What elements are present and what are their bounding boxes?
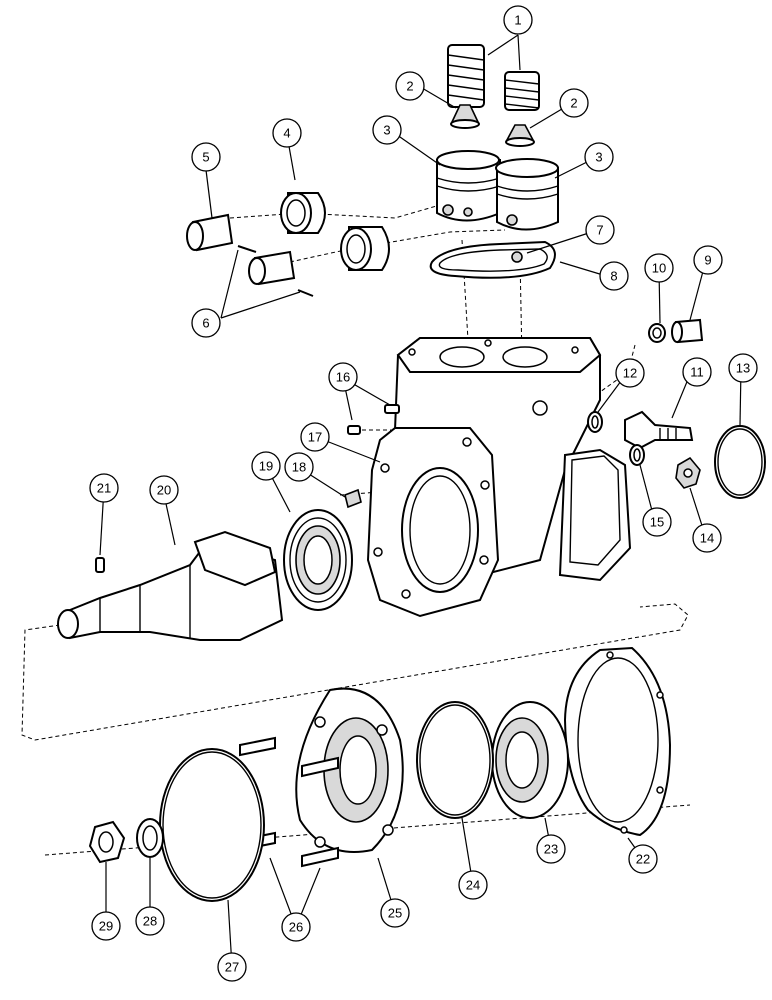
piston-pin-part-5b [248, 250, 296, 286]
callout-21-label: 21 [97, 481, 111, 496]
callout-6-label: 6 [202, 316, 209, 331]
callout-18-label: 18 [292, 460, 306, 475]
callout-8: 8 [599, 261, 629, 291]
callout-24-label: 24 [466, 878, 480, 893]
callout-26-label: 26 [289, 920, 303, 935]
plug-part-7 [511, 251, 523, 263]
callout-1-label: 1 [514, 13, 521, 28]
spring-part-1a [447, 44, 485, 108]
callout-3b-label: 3 [595, 150, 602, 165]
callout-2b-label: 2 [570, 96, 577, 111]
piston-part-3b [495, 158, 559, 231]
callout-17: 17 [300, 422, 330, 452]
callout-10: 10 [644, 253, 674, 283]
callout-11-label: 11 [690, 365, 704, 380]
callouts: 1 2 2 3 3 4 5 6 7 8 9 10 11 12 13 14 15 … [89, 5, 758, 982]
adjusting-screw-part-11 [624, 410, 694, 450]
nut-part-14 [675, 456, 701, 489]
callout-9-label: 9 [704, 253, 711, 268]
o-ring-part-24 [416, 701, 494, 819]
callout-22-label: 22 [636, 852, 650, 867]
callout-6: 6 [191, 308, 221, 338]
bearing-part-19 [283, 509, 353, 611]
callout-20: 20 [149, 475, 179, 505]
callout-23: 23 [536, 834, 566, 864]
callout-5: 5 [191, 142, 221, 172]
o-ring-part-27 [159, 748, 265, 902]
callout-13: 13 [728, 353, 758, 383]
callout-25: 25 [380, 898, 410, 928]
callout-14-label: 14 [700, 531, 714, 546]
crankshaft-part-20 [57, 530, 284, 641]
callout-1: 1 [503, 5, 533, 35]
callout-28-label: 28 [143, 914, 157, 929]
dowel-pins-part-16 [347, 404, 400, 435]
washer-part-28 [136, 818, 164, 858]
callout-20-label: 20 [157, 483, 171, 498]
callout-29: 29 [91, 911, 121, 941]
callout-19-label: 19 [259, 459, 273, 474]
callout-12-label: 12 [623, 366, 637, 381]
key-part-18 [344, 488, 362, 509]
callout-2a-label: 2 [406, 79, 413, 94]
o-ring-part-13 [714, 425, 766, 499]
o-ring-part-15 [629, 444, 645, 466]
callout-9: 9 [693, 245, 723, 275]
callout-13-label: 13 [736, 361, 750, 376]
piston-pin-part-5a [186, 213, 234, 252]
callout-4-label: 4 [283, 126, 290, 141]
callout-14: 14 [692, 523, 722, 553]
valve-cap-part-2b [505, 124, 535, 147]
callout-2b: 2 [559, 88, 589, 118]
callout-2a: 2 [395, 71, 425, 101]
hex-nut-part-29 [88, 820, 126, 864]
callout-7-label: 7 [596, 223, 603, 238]
seal-part-23 [491, 701, 569, 819]
callout-24: 24 [458, 870, 488, 900]
o-ring-part-10 [648, 323, 666, 343]
callout-3a: 3 [372, 115, 402, 145]
callout-18: 18 [284, 452, 314, 482]
callout-29-label: 29 [99, 919, 113, 934]
callout-7: 7 [585, 215, 615, 245]
pin-part-21 [95, 557, 105, 573]
callout-25-label: 25 [388, 906, 402, 921]
callout-4: 4 [272, 118, 302, 148]
callout-19: 19 [251, 451, 281, 481]
callout-28: 28 [135, 906, 165, 936]
callout-3a-label: 3 [383, 123, 390, 138]
callout-12: 12 [615, 358, 645, 388]
callout-23-label: 23 [544, 842, 558, 857]
callout-11: 11 [682, 357, 712, 387]
valve-cap-part-2a [450, 104, 480, 129]
callout-3b: 3 [584, 142, 614, 172]
callout-16: 16 [328, 362, 358, 392]
callout-27: 27 [217, 952, 247, 982]
bushing-part-4a [280, 192, 326, 234]
roll-pins-part-6 [237, 245, 314, 297]
callout-15-label: 15 [650, 515, 664, 530]
callout-5-label: 5 [202, 150, 209, 165]
callout-8-label: 8 [610, 269, 617, 284]
piston-part-3a [436, 150, 501, 222]
fitting-part-9 [671, 318, 704, 344]
callout-26: 26 [281, 912, 311, 942]
compressor-housing [366, 337, 632, 618]
callout-15: 15 [642, 507, 672, 537]
callout-22: 22 [628, 844, 658, 874]
gasket-part-22 [563, 646, 672, 837]
callout-16-label: 16 [336, 370, 350, 385]
bushing-part-4b [340, 226, 390, 271]
o-ring-part-12 [587, 411, 603, 433]
end-cover-part-25 [295, 687, 404, 853]
callout-27-label: 27 [225, 960, 239, 975]
spring-part-1b [504, 71, 540, 111]
callout-10-label: 10 [652, 261, 666, 276]
callout-17-label: 17 [308, 430, 322, 445]
callout-21: 21 [89, 473, 119, 503]
gasket-part-8 [429, 240, 556, 279]
